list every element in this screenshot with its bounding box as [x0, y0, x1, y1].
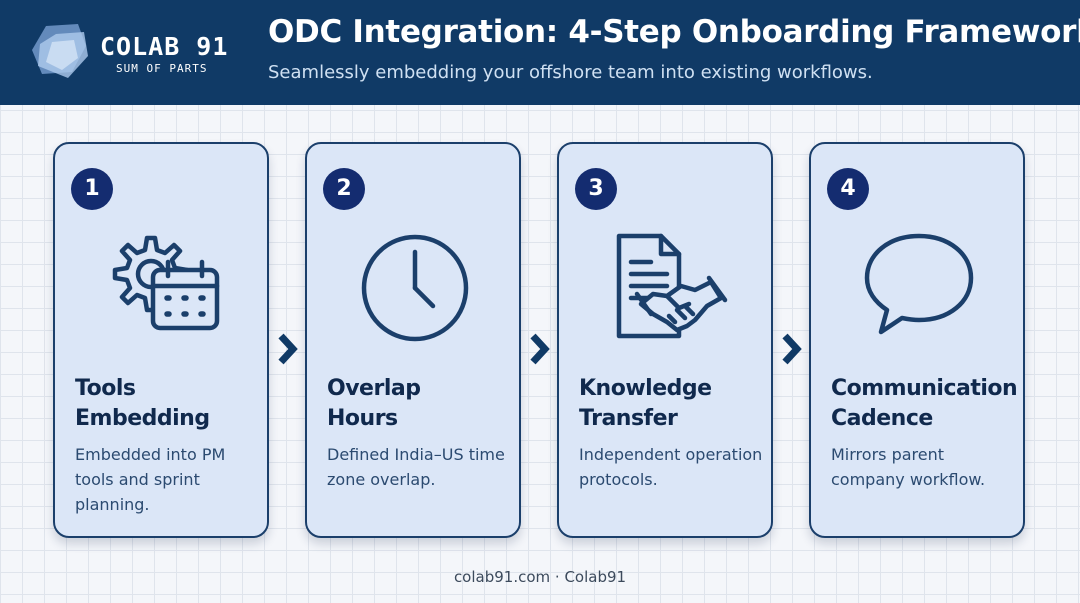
step-description: Independent operation protocols.: [579, 445, 763, 489]
step-title: Tools Embedding: [75, 374, 265, 434]
step-title-line1: Overlap: [327, 376, 421, 401]
page-title: ODC Integration: 4-Step Onboarding Frame…: [268, 14, 1080, 50]
step-title-line2: Cadence: [831, 406, 933, 431]
step-title: Overlap Hours: [327, 374, 517, 434]
step-title: Knowledge Transfer: [579, 374, 769, 434]
step-title-line2: Embedding: [75, 406, 210, 431]
step-title-line1: Communication: [831, 376, 1018, 401]
header-banner: COLAB 91 SUM OF PARTS ODC Integration: 4…: [0, 0, 1080, 105]
step-title-line1: Tools: [75, 376, 136, 401]
step-number-badge: 2: [323, 168, 365, 210]
colab91-logo: COLAB 91 SUM OF PARTS: [28, 20, 248, 82]
page-subtitle: Seamlessly embedding your offshore team …: [268, 62, 873, 83]
gear-calendar-icon: [112, 235, 220, 331]
step-description: Mirrors parent company workflow.: [831, 445, 986, 489]
step-title-line2: Hours: [327, 406, 398, 431]
step-description: Embedded into PM tools and sprint planni…: [75, 445, 226, 514]
step-card-overlap-hours: 2 Overlap Hours Defined India–US time zo…: [305, 142, 521, 538]
chevron-right-icon: [782, 333, 802, 365]
logo-name: COLAB 91: [100, 32, 229, 61]
step-number-badge: 1: [71, 168, 113, 210]
step-number-badge: 4: [827, 168, 869, 210]
speech-bubble-icon: [864, 233, 974, 335]
clock-icon: [361, 234, 469, 342]
document-handshake-icon: [616, 233, 728, 339]
logo-mark-icon: [32, 24, 88, 78]
step-title-line2: Transfer: [579, 406, 678, 431]
step-description: Defined India–US time zone overlap.: [327, 445, 505, 489]
step-card-knowledge-transfer: 3 Knowledge Transfer Independent operati…: [557, 142, 773, 538]
step-title: Communication Cadence: [831, 374, 1021, 434]
step-number-badge: 3: [575, 168, 617, 210]
step-title-line1: Knowledge: [579, 376, 712, 401]
chevron-right-icon: [278, 333, 298, 365]
step-card-communication-cadence: 4 Communication Cadence Mirrors parent c…: [809, 142, 1025, 538]
step-card-tools-embedding: 1 Tools Embedding Embedded into PM tools…: [53, 142, 269, 538]
logo-tagline: SUM OF PARTS: [116, 62, 208, 75]
chevron-right-icon: [530, 333, 550, 365]
footer-credit: colab91.com · Colab91: [453, 568, 627, 586]
